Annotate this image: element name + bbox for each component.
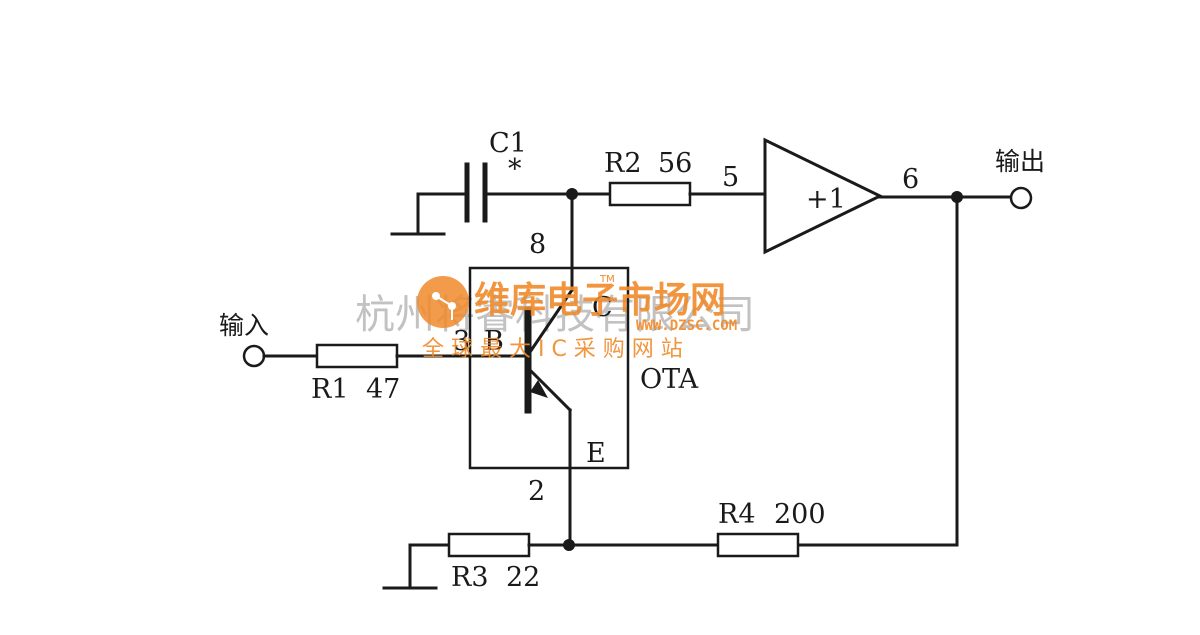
watermark-slogan: 全 球 最 大 I C 采 购 网 站 [422, 337, 683, 362]
label-pin8: 8 [529, 229, 546, 260]
label-r3: R3 [451, 562, 489, 593]
label-r2-value: 56 [658, 148, 692, 179]
ground-symbol-top [390, 192, 446, 236]
resistor-r3 [447, 532, 531, 558]
output-terminal [1009, 186, 1033, 210]
resistor-r4 [716, 532, 800, 558]
buffer-amplifier [763, 137, 884, 255]
label-c1-mark: * [508, 154, 522, 185]
label-buffer-gain: +1 [806, 184, 846, 215]
watermark-circuit-icon [417, 276, 469, 328]
junction-bottom [563, 539, 575, 551]
ota-block [468, 266, 630, 470]
ground-symbol-bottom [382, 543, 438, 590]
label-ota: OTA [640, 364, 699, 395]
watermark-logo [417, 276, 469, 328]
resistor-r1 [315, 343, 399, 369]
watermark-tm: TM [599, 274, 615, 285]
label-collector: C [592, 292, 613, 323]
label-r2: R2 [604, 148, 642, 179]
label-r4-value: 200 [774, 499, 826, 530]
label-c1: C1 [489, 128, 527, 159]
input-terminal [242, 344, 266, 368]
label-pin3: 3 [453, 326, 470, 357]
label-input: 输入 [219, 311, 269, 340]
emitter-arrow [530, 380, 548, 398]
resistor-r2 [608, 181, 692, 207]
capacitor-c1 [464, 162, 488, 223]
label-r4: R4 [718, 499, 756, 530]
transistor-symbol [524, 287, 575, 547]
label-r1: R1 [311, 374, 349, 405]
label-base: B [484, 326, 504, 357]
label-pin6: 6 [902, 164, 919, 195]
label-r3-value: 22 [506, 562, 540, 593]
label-output: 输出 [995, 147, 1045, 176]
label-pin5: 5 [722, 162, 739, 193]
watermark-brand: 维库电子市场网 [474, 280, 726, 321]
label-pin2: 2 [528, 476, 545, 507]
label-r1-value: 47 [366, 374, 400, 405]
label-emitter: E [586, 438, 606, 469]
watermark-url: WWW.DZSC.COM [636, 318, 737, 334]
